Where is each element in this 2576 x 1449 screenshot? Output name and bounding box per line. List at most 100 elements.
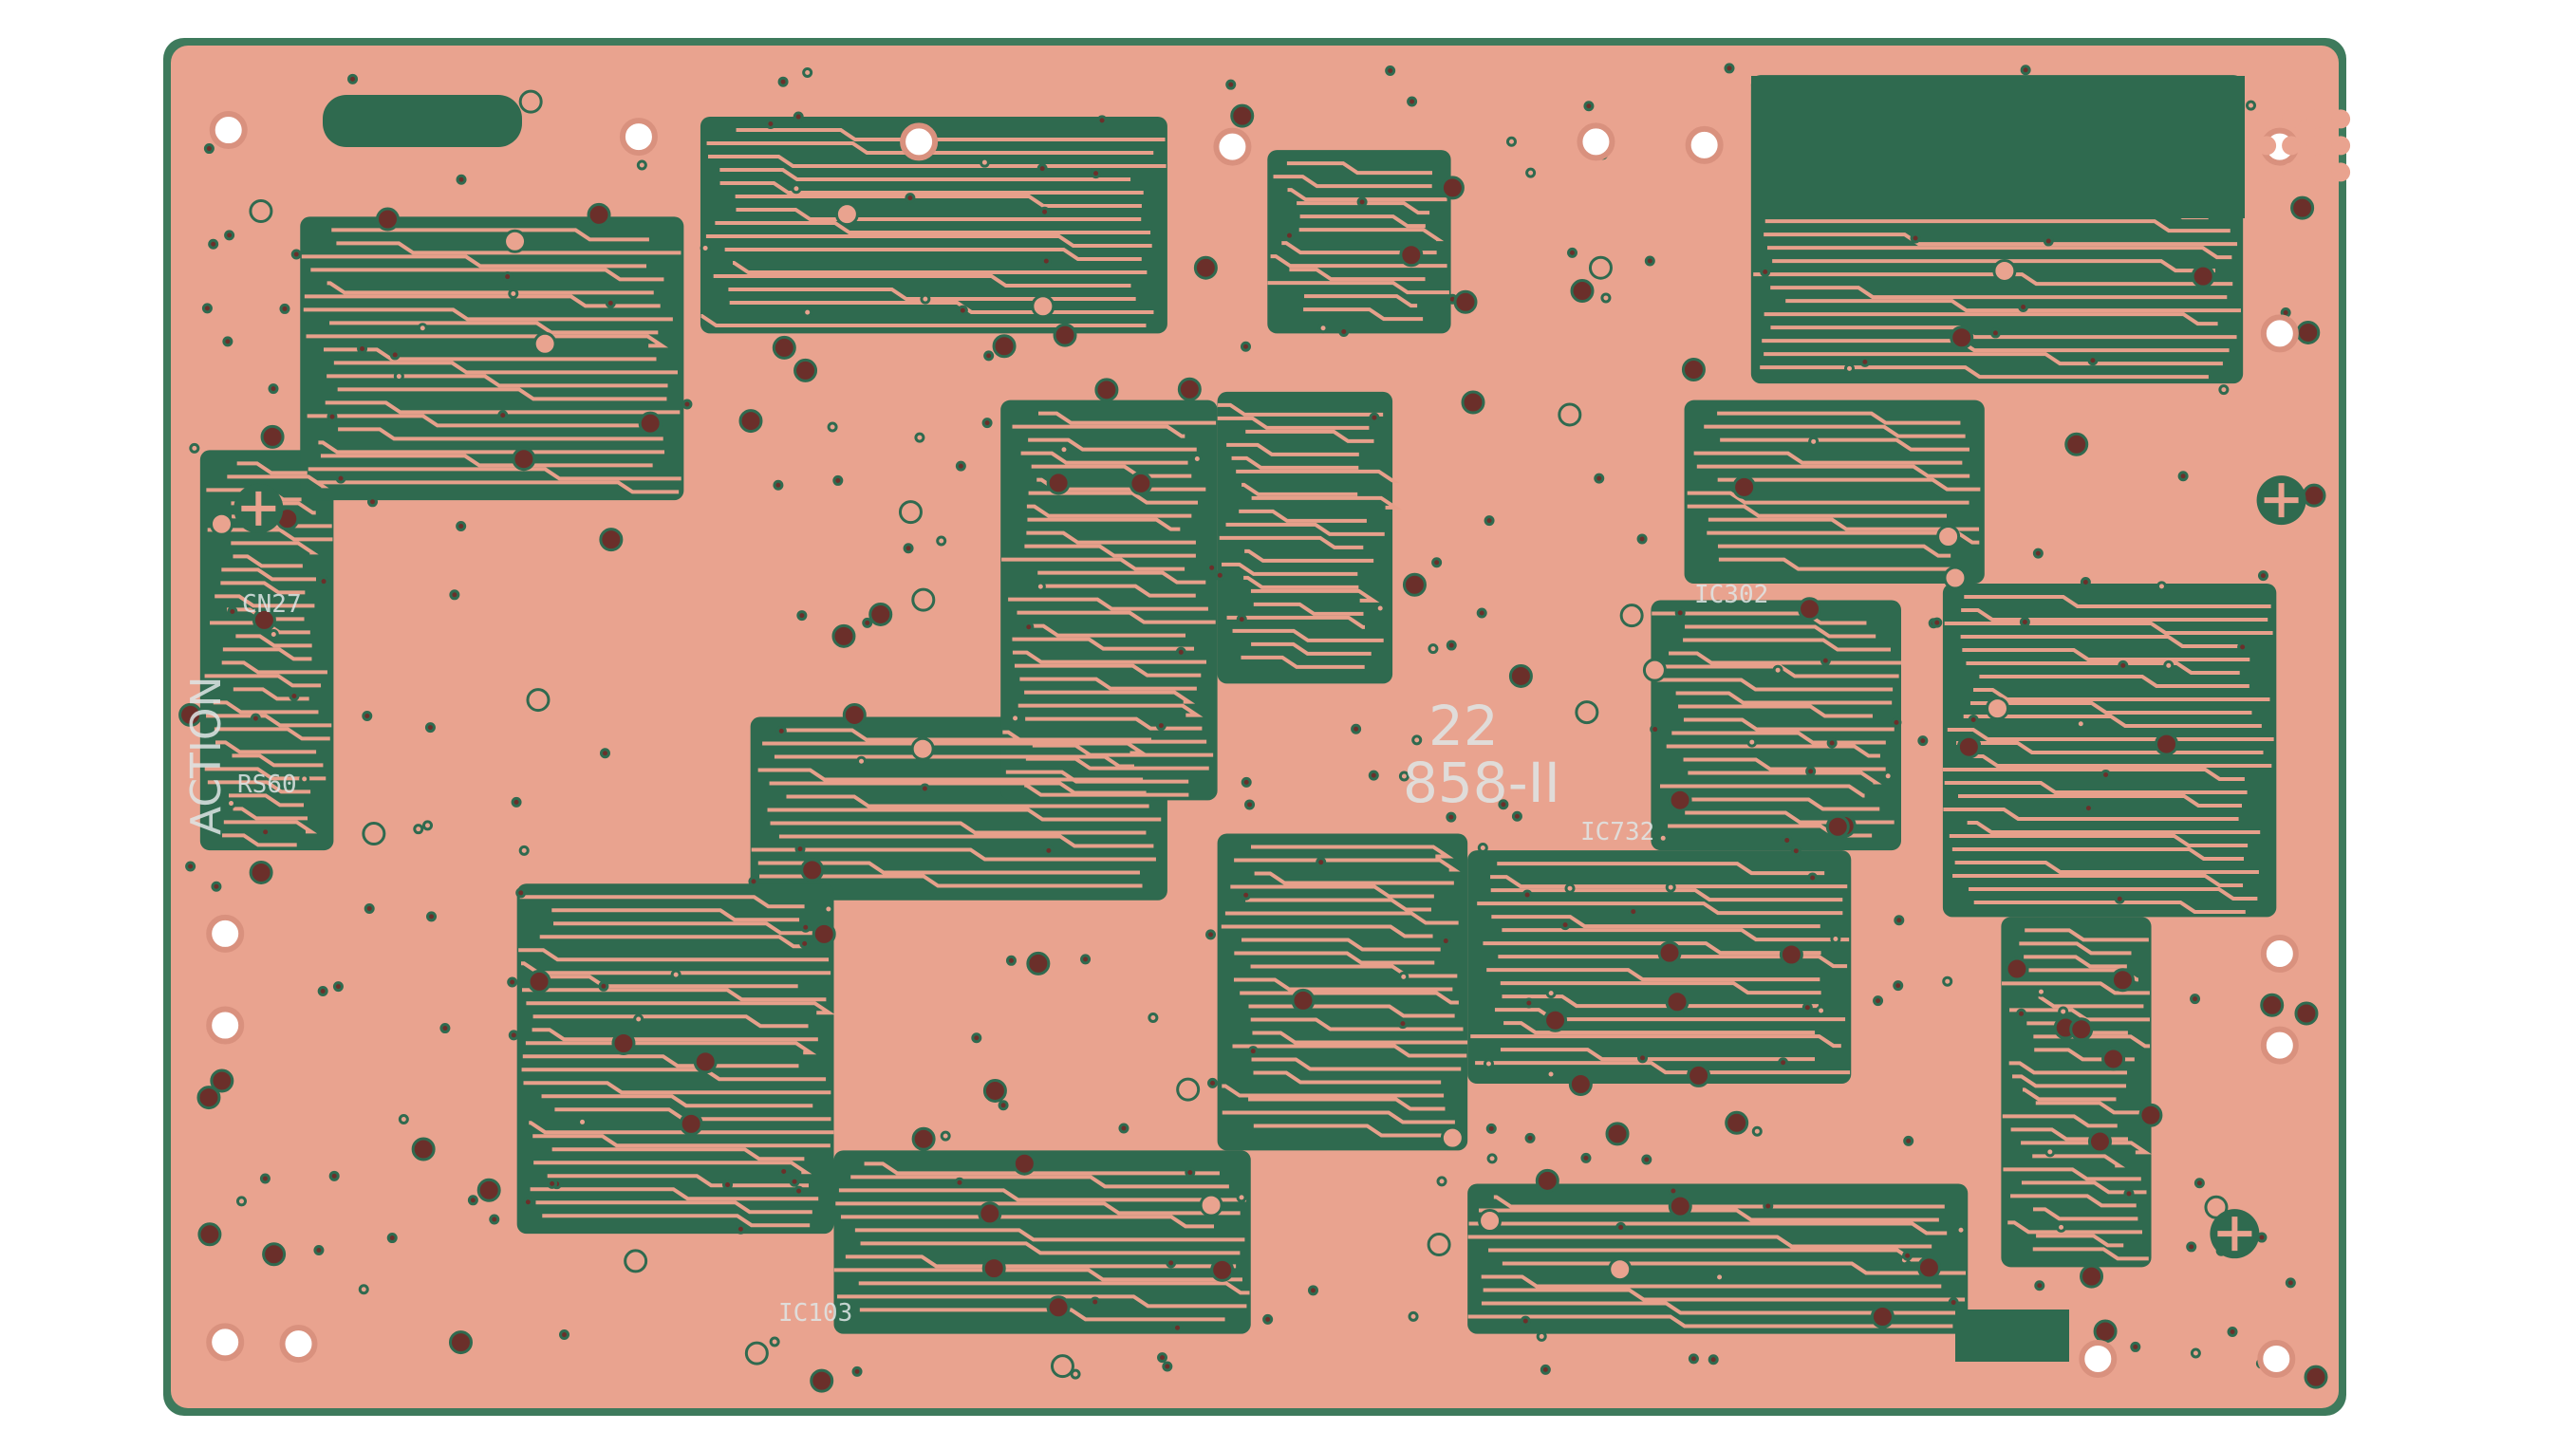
via bbox=[1283, 230, 1295, 241]
via bbox=[318, 576, 329, 587]
via bbox=[260, 827, 271, 838]
trace bbox=[1030, 623, 1185, 638]
trace bbox=[220, 581, 306, 595]
via bbox=[1605, 1122, 1630, 1146]
silk-ic302: IC302 bbox=[1694, 581, 1768, 609]
via bbox=[2163, 659, 2175, 671]
via bbox=[2020, 65, 2031, 76]
trace bbox=[1717, 544, 1951, 558]
trace bbox=[338, 427, 663, 441]
via bbox=[2087, 1129, 2112, 1154]
via bbox=[812, 921, 836, 946]
via bbox=[1476, 607, 1487, 619]
trace bbox=[1273, 175, 1432, 189]
via bbox=[2093, 1319, 2118, 1344]
trace bbox=[2024, 955, 2127, 969]
connector-pin bbox=[2257, 162, 2277, 182]
via bbox=[389, 349, 401, 361]
via bbox=[2080, 577, 2091, 588]
via bbox=[2285, 1277, 2296, 1289]
via bbox=[940, 1130, 951, 1142]
mounting-hole bbox=[206, 1323, 245, 1362]
via bbox=[1191, 454, 1203, 465]
via bbox=[796, 610, 808, 622]
fiducial-cross bbox=[2217, 1217, 2252, 1252]
via bbox=[1778, 1057, 1789, 1068]
via bbox=[512, 447, 536, 472]
via bbox=[2296, 320, 2321, 344]
via bbox=[2080, 1264, 2104, 1289]
via bbox=[1657, 940, 1682, 965]
trace bbox=[233, 554, 303, 568]
via bbox=[1642, 658, 1667, 682]
via bbox=[476, 1178, 501, 1202]
via bbox=[1407, 96, 1418, 107]
trace bbox=[1251, 495, 1402, 510]
trace bbox=[1267, 281, 1449, 295]
via bbox=[700, 242, 711, 253]
via bbox=[1485, 1123, 1497, 1134]
trace bbox=[329, 321, 659, 335]
via bbox=[794, 844, 806, 855]
trace bbox=[221, 567, 317, 582]
trace bbox=[1031, 464, 1192, 478]
via bbox=[185, 861, 196, 872]
trace bbox=[1502, 1261, 1967, 1275]
trace bbox=[1696, 464, 1970, 478]
trace bbox=[1037, 570, 1206, 585]
trace bbox=[1298, 228, 1445, 242]
trace bbox=[227, 474, 329, 489]
connector-pin bbox=[2282, 109, 2302, 129]
trace bbox=[1243, 575, 1359, 589]
trace bbox=[1032, 743, 1214, 757]
trace bbox=[1481, 1274, 1942, 1289]
via bbox=[903, 543, 914, 554]
via bbox=[2118, 659, 2129, 671]
via bbox=[2237, 641, 2249, 653]
trace bbox=[1289, 268, 1426, 282]
trace bbox=[235, 634, 312, 648]
trace bbox=[1020, 451, 1188, 465]
via bbox=[605, 297, 616, 308]
via bbox=[1031, 294, 1055, 319]
trace bbox=[835, 1201, 1241, 1216]
via bbox=[1214, 569, 1225, 581]
trace bbox=[2033, 1207, 2138, 1221]
trace bbox=[1753, 272, 2233, 287]
via bbox=[1411, 734, 1423, 746]
via bbox=[636, 159, 647, 171]
trace bbox=[213, 700, 319, 715]
via bbox=[1205, 929, 1217, 940]
via bbox=[910, 736, 935, 761]
via bbox=[624, 1249, 648, 1273]
via bbox=[914, 432, 925, 443]
via bbox=[898, 500, 923, 525]
via bbox=[1046, 1295, 1071, 1320]
trace bbox=[1942, 767, 2245, 781]
trace bbox=[1958, 793, 2242, 808]
via bbox=[364, 902, 375, 914]
trace bbox=[2002, 1114, 2118, 1128]
trace bbox=[1475, 1061, 1851, 1075]
trace bbox=[207, 528, 333, 542]
via bbox=[744, 1341, 769, 1365]
silk-side-text: ACTION bbox=[182, 677, 231, 835]
trace bbox=[333, 361, 678, 375]
via bbox=[358, 1284, 369, 1295]
trace bbox=[1654, 664, 1899, 678]
trace bbox=[2008, 1061, 2128, 1075]
trace bbox=[1250, 845, 1454, 859]
via bbox=[422, 820, 434, 831]
connector-pin bbox=[2257, 136, 2277, 156]
via bbox=[289, 690, 300, 701]
trace bbox=[1467, 1235, 1932, 1249]
via bbox=[1521, 889, 1533, 901]
trace bbox=[860, 1241, 1241, 1255]
trace bbox=[706, 140, 1154, 155]
via bbox=[2218, 384, 2230, 396]
trace bbox=[325, 400, 681, 415]
via bbox=[772, 335, 796, 360]
trace bbox=[1760, 365, 2209, 380]
via bbox=[1080, 954, 1092, 965]
via bbox=[1859, 356, 1871, 367]
